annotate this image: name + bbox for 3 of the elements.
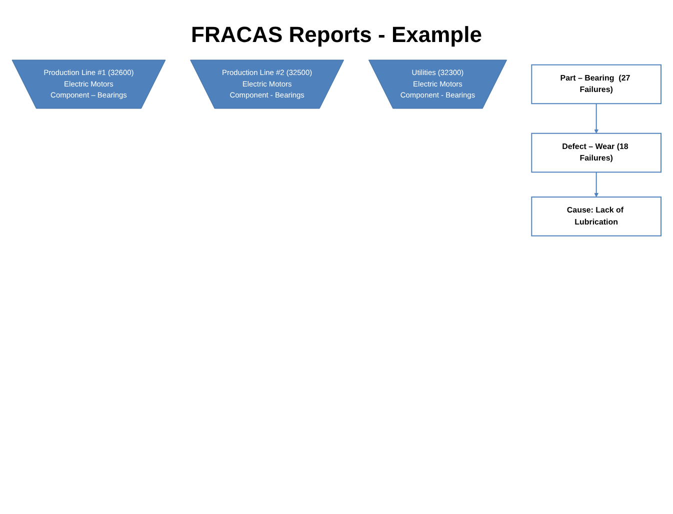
- diagram-title: FRACAS Reports - Example: [191, 22, 482, 48]
- arrow: [594, 103, 599, 134]
- arrow: [594, 172, 599, 198]
